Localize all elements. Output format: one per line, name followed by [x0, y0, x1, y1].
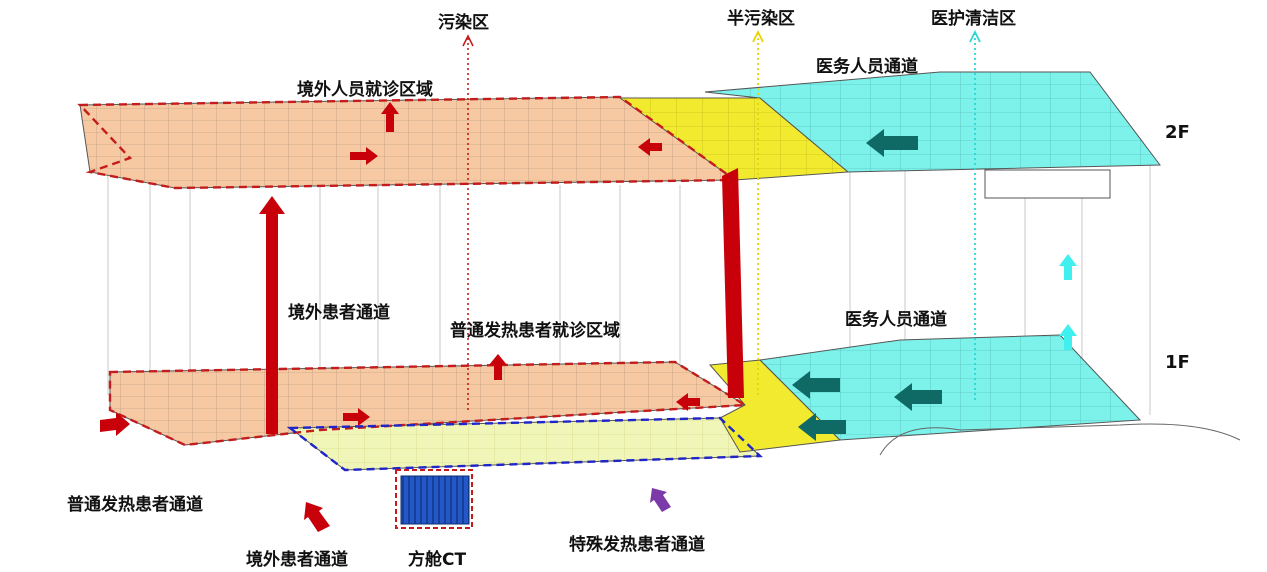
red-arrow-left-2f [638, 138, 662, 156]
1f-special-grid [290, 418, 760, 470]
overseas-patient-channel-label: 境外患者通道 [288, 303, 390, 323]
medical-staff-channel-1f-label: 医务人员通道 [845, 310, 947, 330]
patient-flow-arrows [100, 102, 700, 532]
fever-patient-channel-label: 普通发热患者通道 [67, 495, 203, 515]
floor-2f-label: 2F [1165, 122, 1190, 143]
medical-staff-channel-2f-label: 医务人员通道 [816, 57, 918, 77]
cyan-arrow-lower [1059, 324, 1077, 350]
semi-zone-arrowhead [752, 29, 764, 43]
2f-semi-grid [620, 98, 848, 180]
special-zone-boundary [286, 416, 763, 472]
contaminated-zone-arrowhead [462, 34, 474, 47]
ct-container-frame [395, 469, 473, 529]
1f-entrance-curve [879, 423, 1241, 456]
floor-1f-label: 1F [1165, 352, 1190, 373]
red-stair-bar [722, 168, 744, 398]
teal-arrow-1f-bot [798, 413, 846, 441]
teal-arrow-2f [866, 129, 918, 157]
2f-clean-grid [705, 72, 1160, 172]
2f-outdoor-terrace [984, 169, 1111, 199]
red-arrow-right-2f [350, 147, 378, 165]
vertical-transfer-arrows [259, 168, 744, 434]
overseas-lift-shaft [266, 212, 278, 434]
ct-container-image [395, 469, 473, 529]
clean-zone-label: 医护清洁区 [931, 9, 1016, 29]
teal-arrow-1f-mid [894, 383, 942, 411]
contaminated-zone-label: 污染区 [438, 13, 489, 33]
fever-entry-arrow [100, 412, 130, 436]
red-arrow-left-1f [676, 393, 700, 411]
overseas-clinic-label: 境外人员就诊区域 [297, 80, 433, 100]
red-arrow-right-1f [343, 408, 370, 426]
ct-container-body [400, 475, 470, 525]
fever-clinic-boundary [108, 360, 749, 447]
overseas-up-arrowhead [259, 196, 285, 214]
staff-up-arrows [1059, 254, 1077, 350]
special-fever-channel-label: 特殊发热患者通道 [569, 535, 705, 555]
overseas-entry-arrow [304, 502, 330, 532]
ct-label: 方舱CT [408, 550, 467, 570]
fever-clinic-label: 普通发热患者就诊区域 [450, 321, 620, 341]
cyan-arrow-upper [1059, 254, 1077, 280]
overseas-patient-channel-bottom-label: 境外患者通道 [246, 550, 348, 570]
1f-clean-grid [760, 335, 1140, 440]
red-arrow-up-1f [489, 354, 507, 380]
special-fever-entry-arrow [650, 488, 671, 512]
semi-contaminated-zone-label: 半污染区 [727, 9, 795, 29]
2f-contaminated-zone-grid [80, 97, 735, 188]
staff-flow-arrows [792, 129, 942, 441]
teal-arrow-1f-top [792, 371, 840, 399]
clean-zone-arrowhead [969, 29, 981, 43]
floor-1f-plan [109, 334, 1241, 471]
red-arrow-up-2f [381, 102, 399, 132]
floor-2f-plan [79, 71, 1161, 199]
zone-lines [462, 29, 981, 410]
overseas-clinic-boundary [77, 95, 739, 190]
